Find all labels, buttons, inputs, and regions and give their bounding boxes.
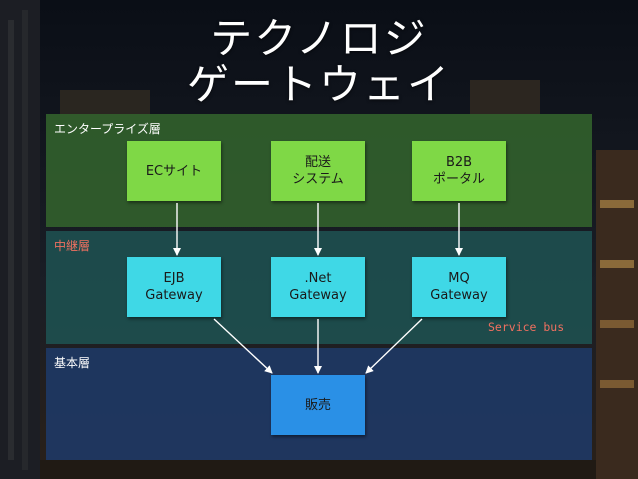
arrow-ejb-to-sales	[213, 318, 273, 374]
ec-site-label: ECサイト	[145, 163, 203, 179]
mq-gateway-label-line-1: MQ	[448, 271, 470, 286]
arrow-mq-to-sales	[365, 318, 423, 374]
relay-layer-label: 中継層	[54, 239, 91, 253]
b2b-portal-box: B2B ポータル	[412, 141, 506, 201]
b2b-portal-label-line-1: B2B	[445, 155, 473, 170]
title-line-1: テクノロジ	[210, 14, 428, 63]
ejb-gateway-label-line-2: Gateway	[145, 288, 203, 303]
mq-gateway-label-line-2: Gateway	[430, 288, 488, 303]
title-line-2: ゲートウェイ	[186, 60, 451, 109]
base-layer-label: 基本層	[54, 356, 91, 370]
sales-box: 販売	[271, 375, 365, 435]
mq-gateway-box: MQ Gateway	[412, 257, 506, 317]
net-gateway-label-line-1: .Net	[304, 271, 332, 286]
delivery-system-label-line-2: システム	[292, 172, 344, 187]
net-gateway-label-line-2: Gateway	[289, 288, 347, 303]
ec-site-box: ECサイト	[127, 141, 221, 201]
b2b-portal-label-line-2: ポータル	[432, 172, 485, 187]
sales-label: 販売	[304, 397, 331, 413]
ejb-gateway-label-line-1: EJB	[163, 271, 185, 286]
delivery-system-label-line-1: 配送	[304, 155, 331, 170]
delivery-system-box: 配送 システム	[271, 141, 365, 201]
ejb-gateway-box: EJB Gateway	[127, 257, 221, 317]
enterprise-layer-label: エンタープライズ層	[54, 122, 161, 136]
net-gateway-box: .Net Gateway	[271, 257, 365, 317]
service-bus-label: Service bus	[488, 320, 565, 334]
